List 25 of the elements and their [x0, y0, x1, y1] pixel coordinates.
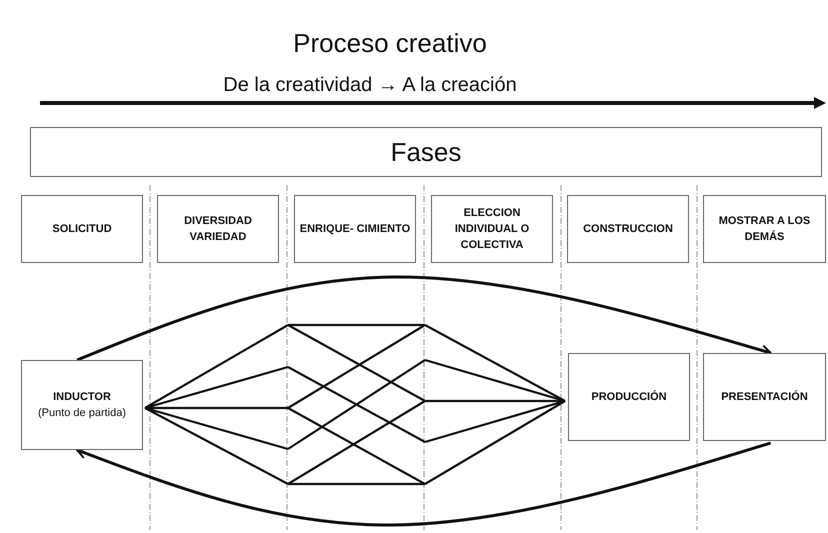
- phase-box: [567, 195, 689, 263]
- node-label: SOLICITUD: [51, 222, 113, 237]
- node-note: (Punto de partida): [38, 406, 126, 421]
- node-label: ENRIQUE- CIMIENTO: [298, 222, 412, 237]
- presentation-box: [703, 353, 826, 441]
- subtitle: De la creatividad → A la creación: [222, 74, 518, 97]
- arrow: [76, 276, 772, 362]
- title: Proceso creativo: [292, 28, 488, 59]
- phase-box: [294, 195, 416, 263]
- production-box: [568, 353, 690, 441]
- phase-header-band: [30, 127, 822, 177]
- node-label: CONSTRUCCION: [582, 222, 674, 237]
- phase-box: [157, 195, 279, 263]
- node-label: MOSTRAR A LOS DEMÁS: [718, 214, 812, 245]
- inductor-box: [21, 360, 143, 450]
- node-label: PRESENTACIÓN: [721, 389, 808, 405]
- node-label: PRODUCCIÓN: [591, 389, 667, 405]
- phase-box: [431, 195, 553, 263]
- node-label: Fases: [390, 136, 462, 168]
- node-label: INDUCTOR: [53, 390, 111, 405]
- phase-box: [21, 195, 143, 263]
- node-label: DIVERSIDAD VARIEDAD: [183, 214, 253, 245]
- arrow: [76, 442, 772, 526]
- node-label: ELECCION INDIVIDUAL O COLECTIVA: [454, 206, 530, 253]
- phase-box: [703, 195, 826, 263]
